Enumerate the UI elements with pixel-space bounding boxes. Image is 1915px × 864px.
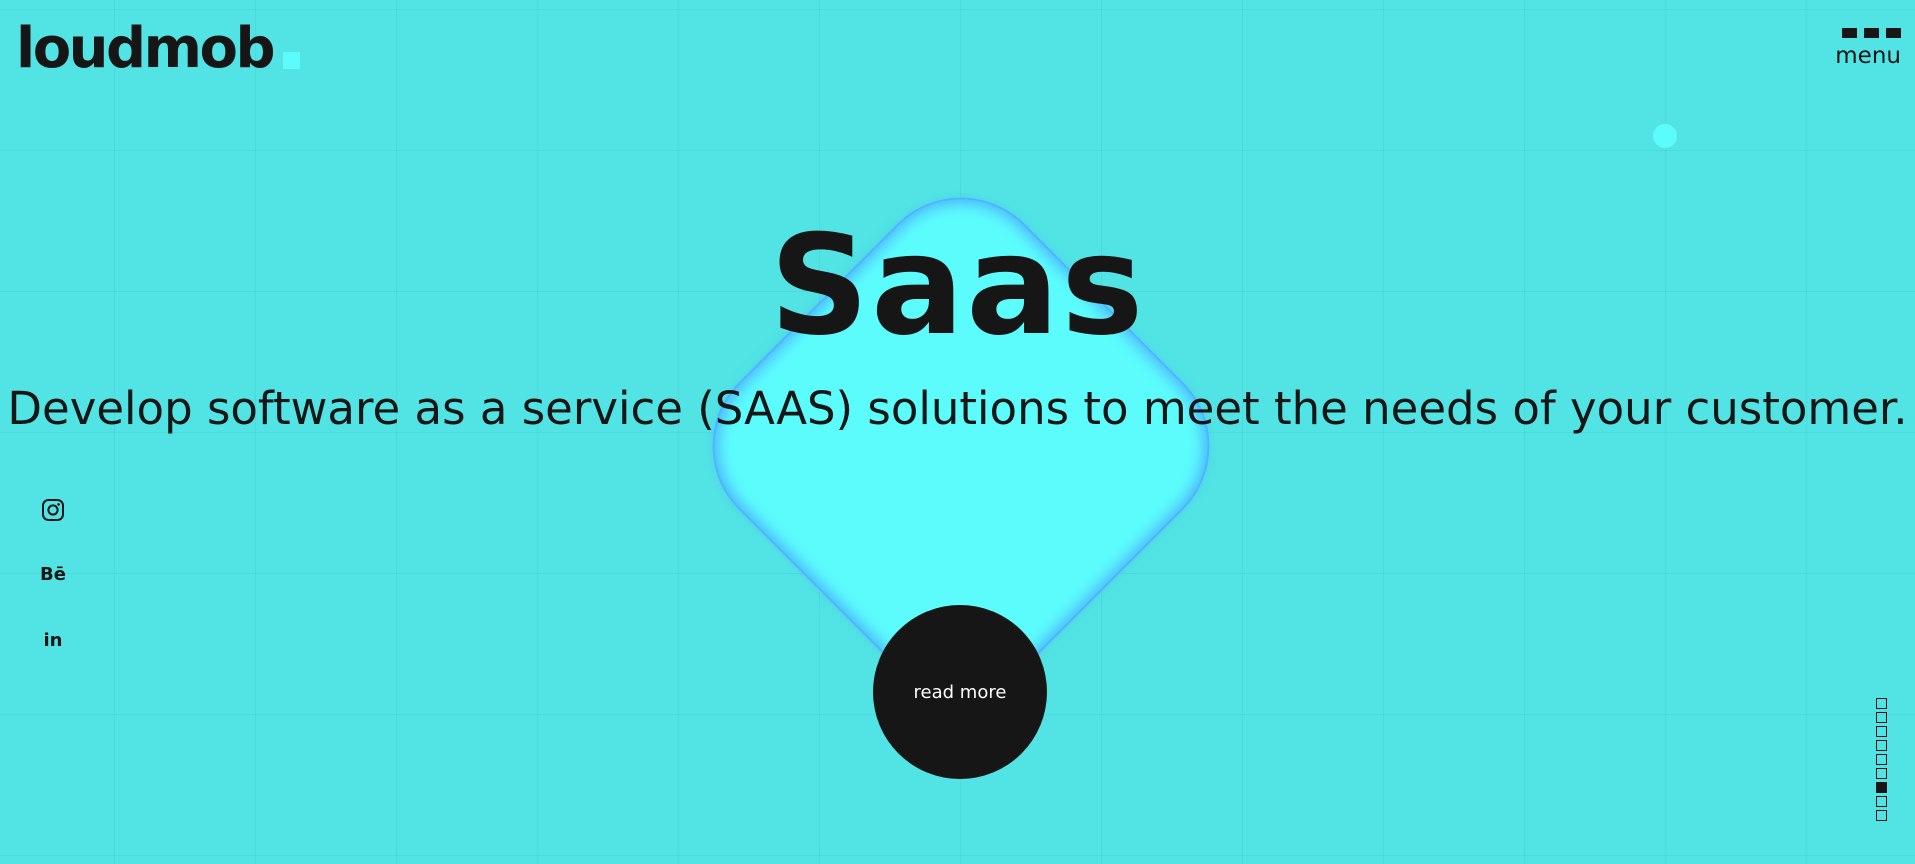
pager-item[interactable] [1876, 712, 1887, 723]
read-more-button[interactable]: read more [873, 605, 1047, 779]
menu-button[interactable]: menu [1835, 28, 1901, 72]
linkedin-link[interactable]: in [40, 628, 66, 654]
pager-item[interactable] [1876, 796, 1887, 807]
instagram-icon [42, 499, 64, 521]
hero-title: Saas [769, 205, 1146, 366]
logo[interactable]: loudmob [16, 16, 276, 81]
pager-item[interactable] [1876, 810, 1887, 821]
instagram-link[interactable] [40, 497, 66, 523]
pager-item[interactable] [1876, 754, 1887, 765]
linkedin-icon: in [43, 630, 63, 651]
pager-item[interactable] [1876, 698, 1887, 709]
behance-link[interactable]: Bē [40, 562, 66, 588]
behance-icon: Bē [40, 564, 66, 585]
menu-icon [1842, 28, 1901, 38]
hero-description: Develop software as a service (SAAS) sol… [7, 382, 1908, 435]
section-pagination [1876, 698, 1887, 821]
pager-item[interactable] [1876, 740, 1887, 751]
read-more-label: read more [913, 681, 1007, 703]
menu-label: menu [1835, 43, 1901, 69]
pager-item[interactable] [1876, 726, 1887, 737]
pager-item[interactable] [1876, 768, 1887, 779]
logo-accent-square [283, 52, 300, 69]
pager-item-active[interactable] [1876, 782, 1887, 793]
floating-dot [1653, 124, 1677, 148]
